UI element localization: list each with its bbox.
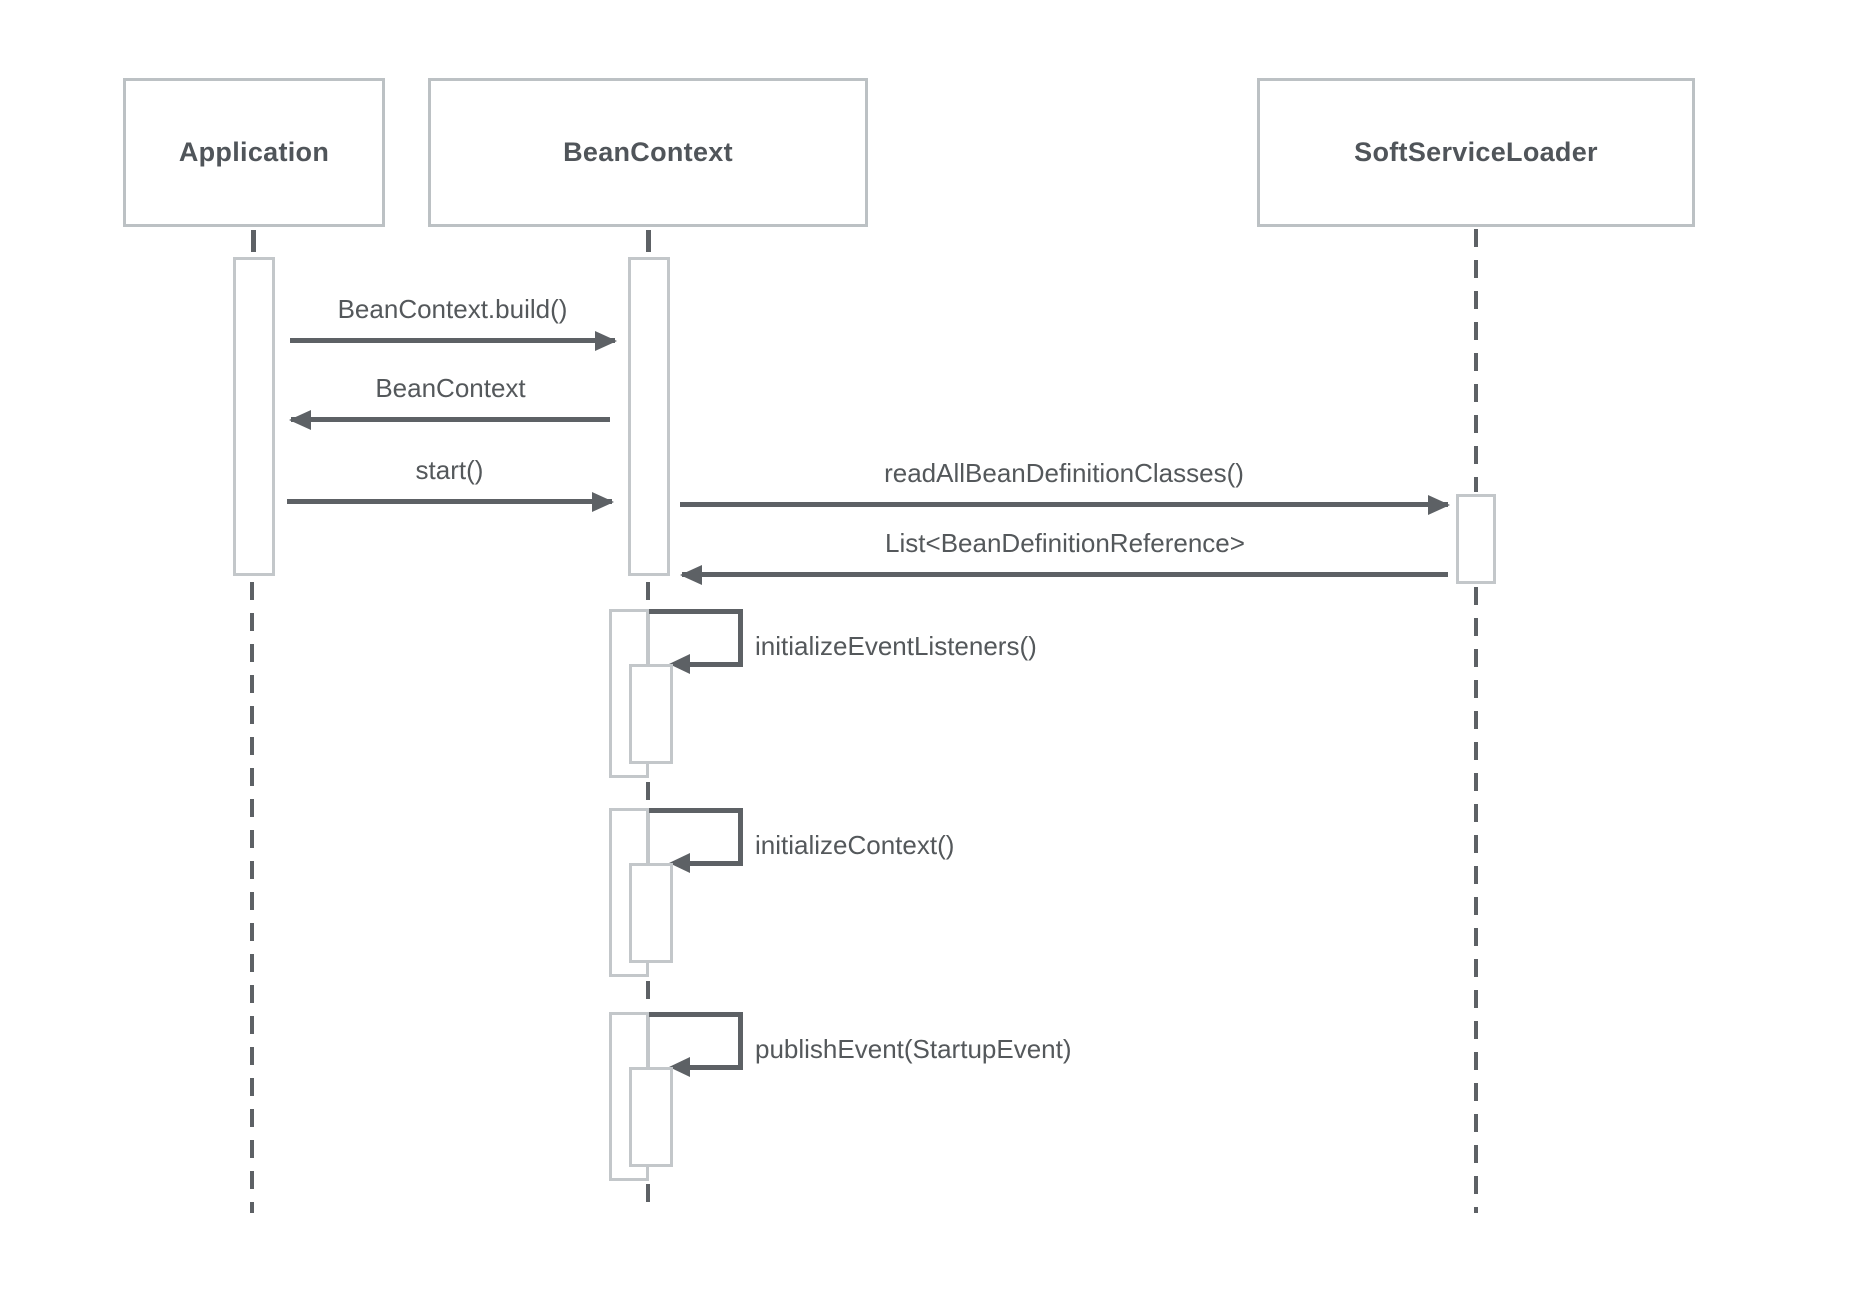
arrowhead-left-icon bbox=[680, 565, 702, 585]
lifeline-beancontext bbox=[646, 981, 650, 1009]
self-call-arrow bbox=[738, 808, 743, 866]
self-call-arrow bbox=[689, 662, 743, 667]
lifeline-segment bbox=[647, 1015, 650, 1067]
message-label: start() bbox=[415, 455, 484, 485]
lifeline-softserviceloader bbox=[1474, 587, 1478, 1213]
message-label: List<BeanDefinitionReference> bbox=[885, 528, 1245, 558]
message-label: initializeEventListeners() bbox=[755, 631, 1037, 661]
message-beancontext-build: BeanContext.build() bbox=[290, 294, 617, 351]
arrowhead-left-icon bbox=[669, 853, 690, 873]
message-arrow bbox=[680, 565, 1448, 585]
lifeline-application bbox=[250, 582, 254, 1213]
self-call-arrow bbox=[738, 1012, 743, 1070]
self-call-nested-activation bbox=[629, 664, 673, 764]
message-arrow bbox=[680, 495, 1450, 515]
self-call-arrow bbox=[738, 609, 743, 667]
message-beancontext-return: BeanContext bbox=[289, 373, 610, 430]
lifeline-segment bbox=[647, 811, 650, 863]
lifeline-stub-application bbox=[251, 230, 256, 252]
self-call-arrow bbox=[649, 1012, 743, 1017]
lifeline-softserviceloader bbox=[1474, 229, 1478, 492]
participant-box-softserviceloader: SoftServiceLoader bbox=[1257, 78, 1695, 227]
lifeline-beancontext bbox=[646, 782, 650, 806]
arrowhead-left-icon bbox=[669, 654, 690, 674]
participant-name-beancontext: BeanContext bbox=[563, 137, 733, 167]
lifeline-beancontext bbox=[646, 1184, 650, 1213]
lifeline-beancontext bbox=[646, 582, 650, 604]
arrowhead-left-icon bbox=[669, 1057, 690, 1077]
participant-name-application: Application bbox=[178, 137, 330, 167]
participant-name-softserviceloader: SoftServiceLoader bbox=[1354, 137, 1598, 167]
message-label: BeanContext bbox=[375, 373, 526, 403]
self-call-nested-activation bbox=[629, 1067, 673, 1167]
arrowhead-right-icon bbox=[595, 331, 617, 351]
message-label: BeanContext.build() bbox=[337, 294, 568, 324]
self-message-publish-event: publishEvent(StartupEvent) bbox=[609, 1012, 1089, 1181]
message-label: readAllBeanDefinitionClasses() bbox=[884, 458, 1244, 488]
activation-bar-beancontext bbox=[628, 257, 670, 576]
activation-bar-application bbox=[233, 257, 275, 576]
message-arrow bbox=[287, 492, 614, 512]
lifeline-segment bbox=[647, 612, 650, 664]
message-label: initializeContext() bbox=[755, 830, 955, 860]
participant-box-application: Application bbox=[123, 78, 385, 227]
arrowhead-right-icon bbox=[592, 492, 614, 512]
lifeline-stub-beancontext bbox=[646, 230, 651, 252]
message-arrow bbox=[289, 410, 610, 430]
self-message-initialize-event-listeners: initializeEventListeners() bbox=[609, 609, 1089, 778]
activation-bar-softserviceloader bbox=[1456, 494, 1496, 584]
message-start: start() bbox=[287, 455, 614, 512]
arrowhead-right-icon bbox=[1428, 495, 1450, 515]
message-list-bean-definition-reference: List<BeanDefinitionReference> bbox=[680, 528, 1448, 585]
participant-box-beancontext: BeanContext bbox=[428, 78, 868, 227]
message-read-all-bean-definition-classes: readAllBeanDefinitionClasses() bbox=[680, 458, 1450, 515]
self-message-initialize-context: initializeContext() bbox=[609, 808, 1089, 977]
message-label: publishEvent(StartupEvent) bbox=[755, 1034, 1072, 1064]
self-call-arrow bbox=[689, 861, 743, 866]
message-arrow bbox=[290, 331, 617, 351]
self-call-arrow bbox=[689, 1065, 743, 1070]
arrowhead-left-icon bbox=[289, 410, 311, 430]
self-call-nested-activation bbox=[629, 863, 673, 963]
self-call-arrow bbox=[649, 808, 743, 813]
self-call-arrow bbox=[649, 609, 743, 614]
